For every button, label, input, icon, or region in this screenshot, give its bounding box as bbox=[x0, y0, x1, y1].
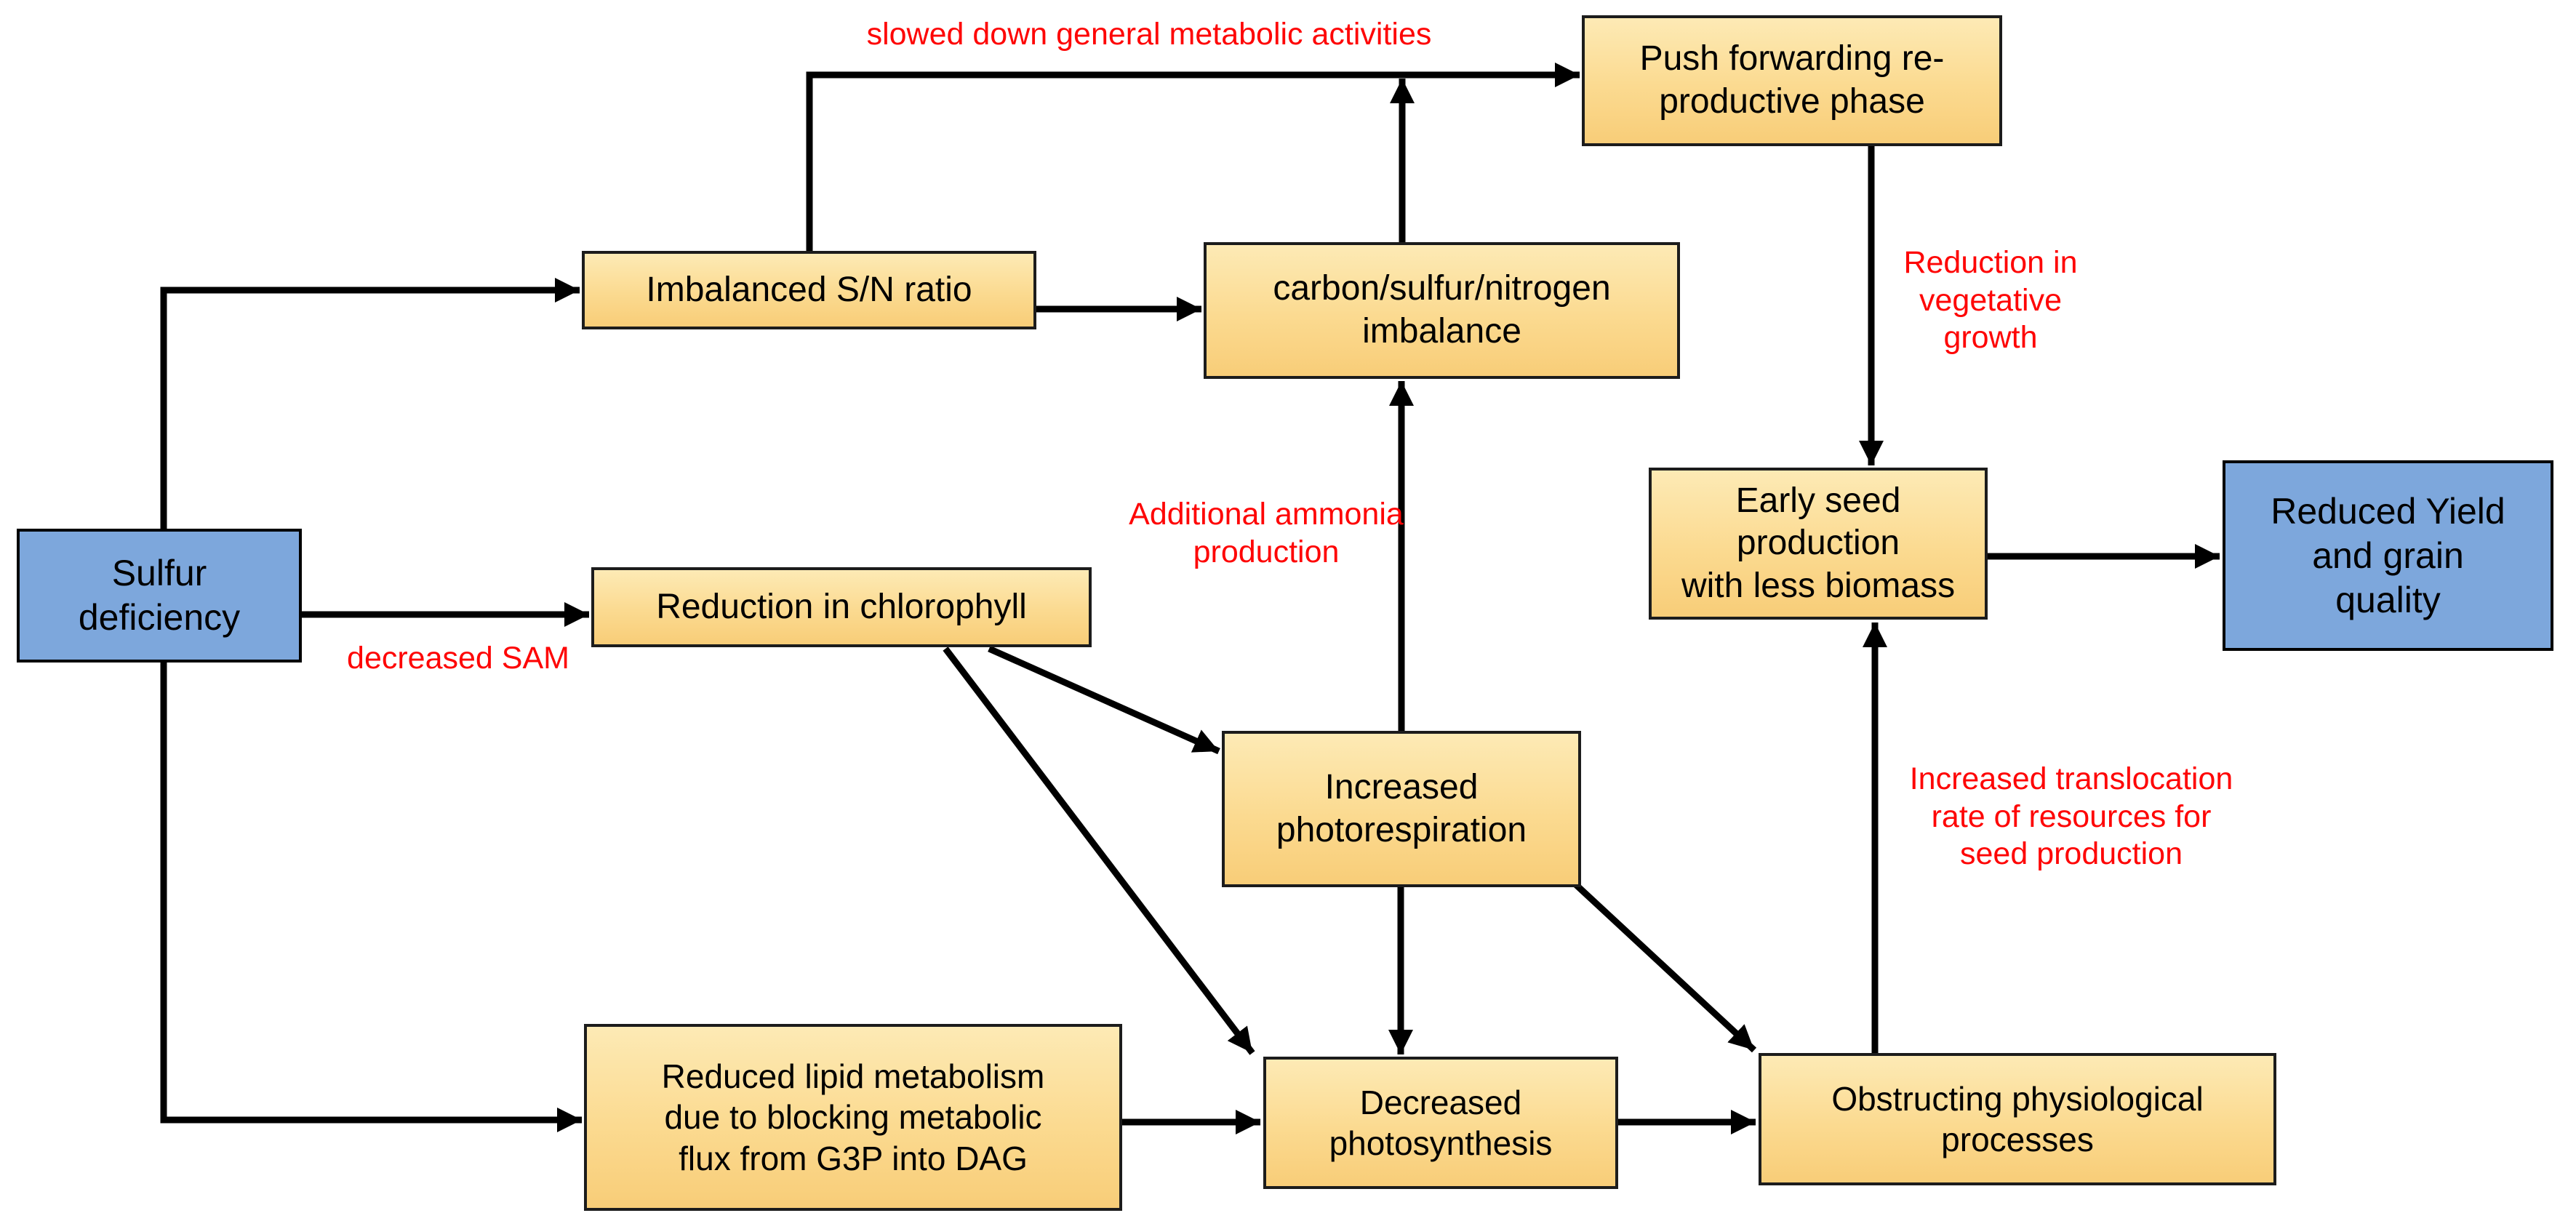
node-carbon-sulfur-nitrogen-imbalance: carbon/sulfur/nitrogen imbalance bbox=[1204, 242, 1680, 379]
arrow-chlorophyll-to-decreased bbox=[943, 646, 1255, 1055]
edge-label-additional-ammonia: Additional ammonia production bbox=[1129, 497, 1404, 569]
node-sulfur-deficiency: Sulfur deficiency bbox=[17, 529, 302, 662]
node-push-forwarding-reproductive-phase: Push forwarding re- productive phase bbox=[1582, 15, 2002, 146]
edge-label-slowed-down-metabolic: slowed down general metabolic activities bbox=[866, 17, 1432, 52]
node-reduced-yield-grain-quality: Reduced Yield and grain quality bbox=[2223, 460, 2553, 651]
node-early-seed-production: Early seed production with less biomass bbox=[1649, 468, 1988, 620]
node-imbalanced-sn-ratio: Imbalanced S/N ratio bbox=[582, 251, 1036, 329]
edge-label-increased-translocation: Increased translocation rate of resource… bbox=[1909, 761, 2233, 872]
arrow-photoresp-to-obstructing bbox=[1569, 878, 1757, 1053]
arrow-sulfur-to-imbalanced bbox=[160, 277, 580, 529]
arrow-chlorophyll-to-photoresp bbox=[988, 645, 1220, 755]
edge-label-decreased-sam: decreased SAM bbox=[347, 641, 569, 676]
node-reduction-in-chlorophyll: Reduction in chlorophyll bbox=[591, 567, 1092, 647]
edge-label-reduction-vegetative-growth: Reduction in vegetative growth bbox=[1903, 245, 2078, 356]
node-decreased-photosynthesis: Decreased photosynthesis bbox=[1263, 1057, 1618, 1189]
node-reduced-lipid-metabolism: Reduced lipid metabolism due to blocking… bbox=[584, 1024, 1122, 1211]
arrow-sulfur-to-lipid bbox=[160, 662, 582, 1133]
arrow-imbalanced-to-push bbox=[806, 62, 1580, 251]
node-increased-photorespiration: Increased photorespiration bbox=[1222, 731, 1581, 887]
node-obstructing-physiological-processes: Obstructing physiological processes bbox=[1759, 1053, 2276, 1185]
